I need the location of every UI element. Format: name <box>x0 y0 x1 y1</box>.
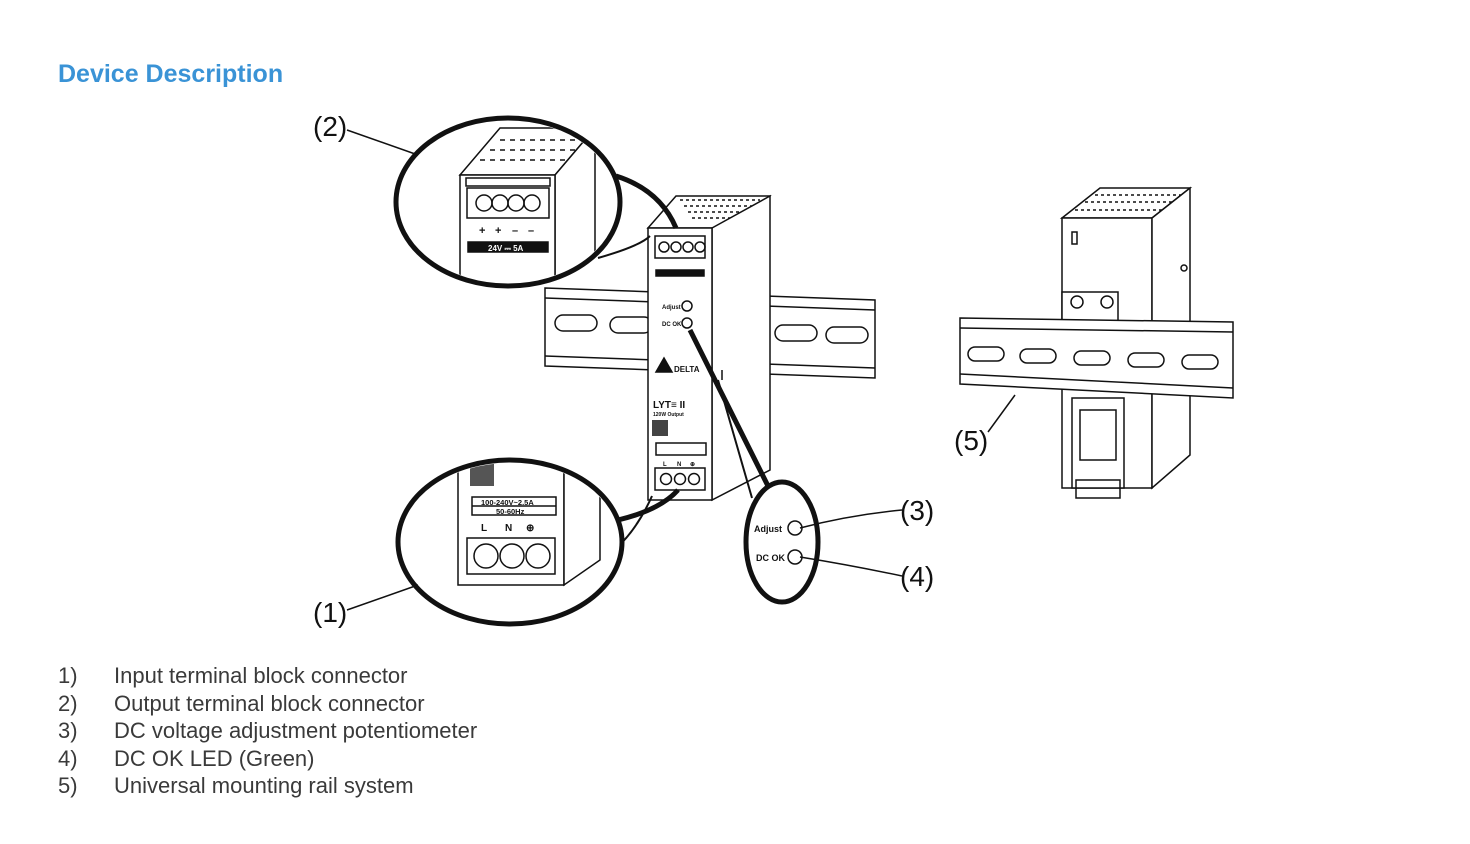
component-list: 1) Input terminal block connector 2) Outpu… <box>58 662 477 800</box>
device-adjust-label: Adjust <box>662 305 681 311</box>
device-dcok-label: DC OK <box>662 322 682 328</box>
terminal-l: L <box>481 523 487 534</box>
list-item-number: 3) <box>58 718 78 743</box>
list-item-text: DC OK LED (Green) <box>114 745 315 771</box>
list-item: 4) DC OK LED (Green) <box>58 745 477 773</box>
callout-5: (5) <box>954 425 988 456</box>
zoom-adjust-led <box>687 328 821 605</box>
list-item-number: 2) <box>58 690 78 716</box>
list-item-text: Input terminal block connector <box>114 663 408 688</box>
input-rating-label: 100-240V~2.5A <box>481 498 534 507</box>
polarity-3: – <box>512 225 518 237</box>
device-terminal-l: L <box>663 462 667 468</box>
polarity-1: + <box>479 225 485 237</box>
power-supply-front <box>646 194 772 502</box>
callout-3: (3) <box>900 495 934 526</box>
brand-label: DELTA <box>674 365 700 374</box>
callout-1: (1) <box>313 597 347 628</box>
list-item-number: 1) <box>58 663 78 688</box>
list-item-number: 4) <box>58 745 78 771</box>
callout-4: (4) <box>900 561 934 592</box>
product-label: LYT≡ II <box>653 400 685 411</box>
list-item-text: Universal mounting rail system <box>114 773 414 798</box>
terminal-ground: ⊕ <box>526 523 534 534</box>
adjust-label: Adjust <box>754 524 782 534</box>
product-sub-label: 120W Output <box>653 412 684 418</box>
zoom-output-terminal <box>393 115 679 289</box>
list-item-number: 5) <box>58 773 78 798</box>
list-item-text: Output terminal block connector <box>114 690 425 716</box>
device-terminal-n: N <box>677 462 681 468</box>
list-item: 1) Input terminal block connector <box>58 662 477 690</box>
polarity-2: + <box>495 225 501 237</box>
output-rating-label: 24V ⎓ 5A <box>488 244 524 253</box>
dcok-label: DC OK <box>756 553 786 563</box>
device-terminal-ground: ⊕ <box>690 462 695 468</box>
list-item-text: DC voltage adjustment potentiometer <box>114 718 478 743</box>
list-item: 2) Output terminal block connector <box>58 690 477 718</box>
polarity-4: – <box>528 225 534 237</box>
page-title: Device Description <box>58 60 284 88</box>
list-item: 3) DC voltage adjustment potentiometer <box>58 717 477 745</box>
input-freq-label: 50-60Hz <box>496 507 525 516</box>
terminal-n: N <box>505 523 512 534</box>
list-item: 5) Universal mounting rail system <box>58 772 477 800</box>
callout-2: (2) <box>313 111 347 142</box>
zoom-input-terminal <box>395 457 680 627</box>
power-supply-side <box>959 186 1234 499</box>
